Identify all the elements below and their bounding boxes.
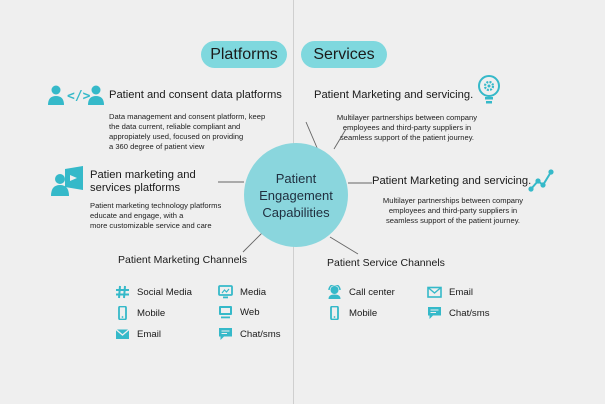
chat-bubble-icon <box>219 328 232 340</box>
service-2-description: Multilayer partnerships between company … <box>382 196 524 225</box>
service-1-description: Multilayer partnerships between company … <box>336 113 478 142</box>
svg-text:</>: </> <box>67 89 91 104</box>
platform-2-description: Patient marketing technology platforms e… <box>90 201 222 230</box>
headset-agent-icon <box>328 285 341 299</box>
service-channel-chat-sms: Chat/sms <box>427 306 490 320</box>
engagement-capabilities-circle: Patient Engagement Capabilities <box>244 143 348 247</box>
channel-mobile: Mobile <box>115 306 165 320</box>
center-line-1: Patient <box>275 170 317 186</box>
service-2-title: Patient Marketing and servicing. <box>372 175 532 187</box>
service-channels-title: Patient Service Channels <box>327 257 445 269</box>
channel-email: Email <box>115 327 161 341</box>
user-video-icon <box>51 166 83 196</box>
channel-call-center: Call center <box>327 285 395 299</box>
chat-bubble-icon <box>428 307 441 319</box>
channel-social-media: Social Media <box>115 285 192 299</box>
connector-top-left <box>305 121 319 151</box>
marketing-channels-title: Patient Marketing Channels <box>118 254 247 266</box>
service-channel-mobile: Mobile <box>327 306 377 320</box>
platform-1-title: Patient and consent data platforms <box>109 89 282 101</box>
user-code-user-icon: </> <box>48 85 104 105</box>
mobile-phone-icon <box>118 306 127 320</box>
lightbulb-gear-icon <box>478 75 500 104</box>
service-1-title: Patient Marketing and servicing. <box>314 89 474 101</box>
connector-bottom-right <box>329 236 359 255</box>
email-envelope-icon <box>115 329 130 339</box>
service-channel-email: Email <box>427 285 473 299</box>
monitor-icon <box>218 285 233 299</box>
channel-chat-sms: Chat/sms <box>218 327 281 341</box>
channel-media: Media <box>218 285 266 299</box>
platform-1-description: Data management and consent platform, ke… <box>109 112 266 151</box>
channel-web: Web <box>218 305 260 319</box>
mobile-phone-icon <box>330 306 339 320</box>
center-line-2: Engagement <box>259 187 333 203</box>
platform-2-title: Patien marketing and services platforms <box>90 169 196 194</box>
trend-line-icon <box>528 169 554 192</box>
hashtag-icon <box>116 285 129 299</box>
web-window-icon <box>219 306 232 319</box>
connector-bottom-left <box>242 232 263 253</box>
connector-top-right <box>333 128 347 150</box>
platforms-label: Platforms <box>201 41 287 68</box>
email-envelope-icon <box>427 286 442 298</box>
center-line-3: Capabilities <box>262 204 330 220</box>
services-label: Services <box>301 41 387 68</box>
